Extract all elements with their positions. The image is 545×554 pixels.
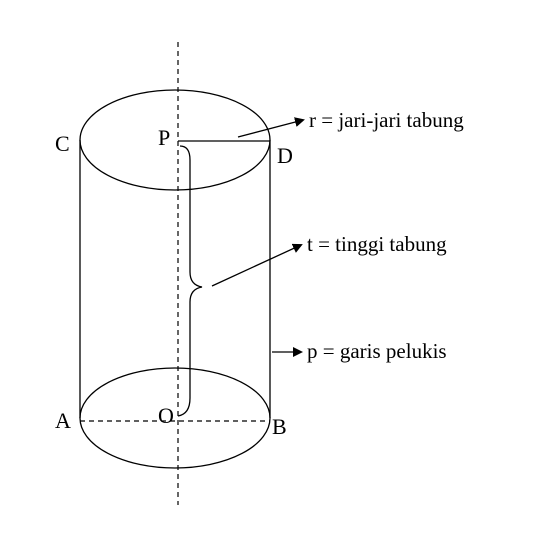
point-label-a: A xyxy=(55,408,71,433)
point-label-o: O xyxy=(158,403,174,428)
slant-annotation: p = garis pelukis xyxy=(307,339,447,363)
height-brace xyxy=(177,145,203,417)
point-label-b: B xyxy=(272,414,287,439)
point-label-d: D xyxy=(277,143,293,168)
height-annotation: t = tinggi tabung xyxy=(307,232,447,256)
radius-annotation: r = jari-jari tabung xyxy=(309,108,464,132)
height-arrow xyxy=(211,243,303,287)
point-label-p: P xyxy=(158,125,170,150)
bottom-base-ellipse xyxy=(79,367,271,469)
radius-arrow xyxy=(237,117,305,138)
point-label-c: C xyxy=(55,131,70,156)
top-base-ellipse xyxy=(79,89,271,191)
